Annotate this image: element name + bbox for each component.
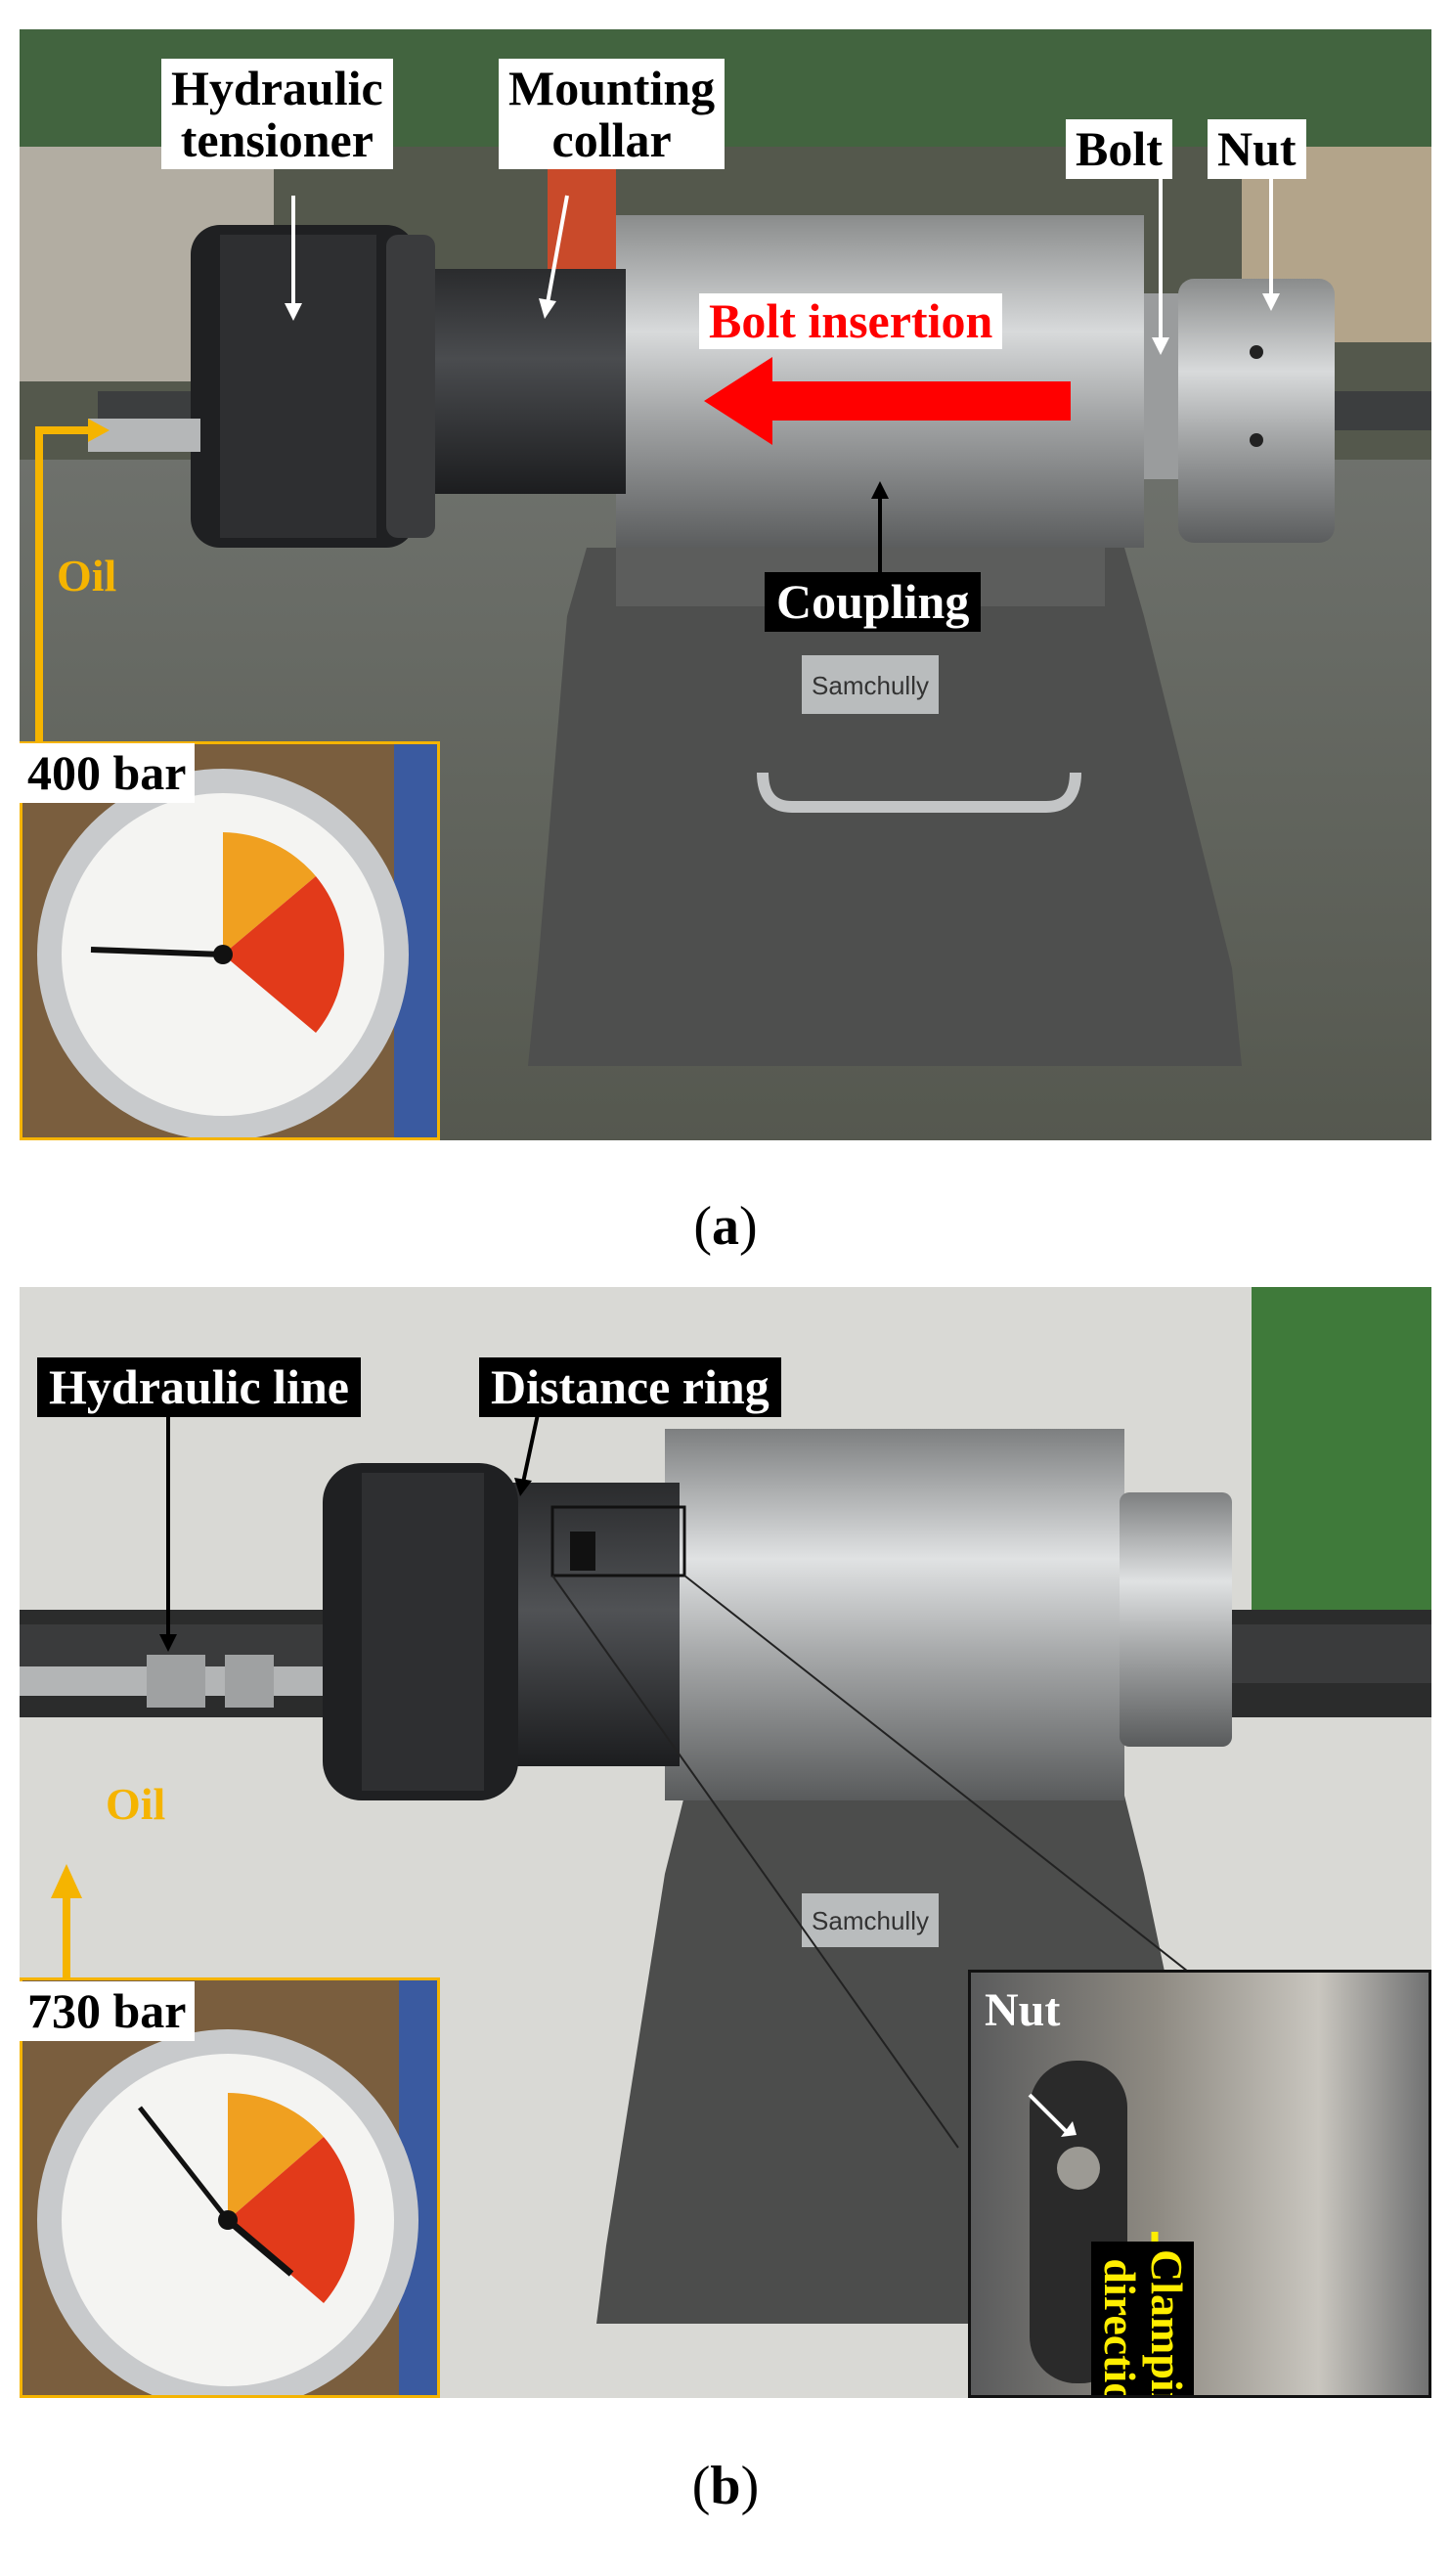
label-hydraulic-tensioner: Hydraulic tensioner [161, 59, 393, 169]
nut-body [1178, 279, 1335, 543]
label-pressure-b: 730 bar [20, 1981, 195, 2041]
caption-a-close: ) [739, 1196, 758, 1257]
nameplate [802, 655, 939, 714]
nut-zoom-inset: Nut Clamping direction [968, 1970, 1431, 2398]
label-nut: Nut [1208, 119, 1306, 179]
label-bolt: Bolt [1066, 119, 1172, 179]
hydraulic-coupler [147, 1655, 205, 1708]
label-oil-a: Oil [57, 551, 117, 600]
nameplate-text: Samchully [812, 671, 929, 700]
label-nut-zoom: Nut [985, 1984, 1061, 2036]
gauge-needle [225, 2217, 294, 2277]
label-hydraulic-line: Hydraulic line [37, 1357, 361, 1417]
mounting-collar-body [430, 269, 626, 494]
nut-zoom-photo [971, 1973, 1429, 2395]
nut-pointer [1028, 2093, 1071, 2136]
distance-ring-window [570, 1532, 595, 1571]
nut-body [1120, 1492, 1232, 1747]
pressure-gauge-inset-b [20, 1977, 440, 2398]
tensioner-piston [386, 235, 435, 538]
tensioner-knurl [362, 1473, 484, 1791]
caption-b: (b) [0, 2455, 1451, 2517]
oil-arrow-head [51, 1864, 82, 1898]
oil-arrow-head [88, 419, 110, 442]
bolt-pointer-head [1152, 337, 1169, 355]
nut-hole [1250, 345, 1263, 359]
nut-pin [1057, 2147, 1100, 2190]
gauge-red-zone [228, 2137, 355, 2303]
gauge-needle-tail [138, 2106, 230, 2222]
coupling-pointer-head [871, 481, 889, 499]
background-green [1252, 1287, 1431, 1610]
pressure-gauge-a [22, 744, 437, 1137]
nut-pointer-head [1061, 2121, 1077, 2137]
nut-pointer-head [1262, 293, 1280, 311]
photo-panel-a: Samchully [20, 29, 1431, 1140]
tensioner-pointer-head [285, 303, 302, 321]
distance-ring-pointer [521, 1413, 540, 1484]
gauge-red-zone [223, 876, 344, 1033]
hydraulic-line-pointer-head [159, 1634, 177, 1652]
caption-a-letter: a [712, 1196, 739, 1257]
caption-b-open: ( [691, 2456, 711, 2516]
zoom-connector [551, 1575, 959, 2149]
collar-pointer-head [539, 298, 556, 319]
pressure-gauge-inset-a [20, 741, 440, 1140]
bolt-insertion-arrow [704, 357, 1071, 445]
caption-a-open: ( [693, 1196, 712, 1257]
label-bolt-insertion: Bolt insertion [699, 293, 1003, 349]
label-pressure-a: 400 bar [20, 743, 195, 803]
caption-b-letter: b [710, 2456, 741, 2516]
label-clamping-direction: Clamping direction [1091, 2242, 1194, 2395]
hydraulic-coupler [225, 1655, 274, 1708]
gauge-needle [90, 947, 224, 957]
caption-b-close: ) [740, 2456, 760, 2516]
label-coupling: Coupling [765, 572, 982, 632]
distance-ring-body [489, 1483, 680, 1766]
gauge-yellow-zone [228, 2093, 324, 2220]
coupling-body [665, 1429, 1124, 1800]
bolt-end [1144, 293, 1183, 479]
label-mounting-collar: Mounting collar [499, 59, 726, 169]
nut-hole [1250, 433, 1263, 447]
tensioner-knurl [220, 235, 376, 538]
distance-ring-pointer-head [514, 1478, 532, 1496]
nameplate-text: Samchully [812, 1906, 929, 1935]
photo-panel-b: Samchully [20, 1287, 1431, 2398]
zoom-region [550, 1505, 686, 1577]
pedestal-handle [757, 772, 1081, 813]
nameplate [802, 1893, 939, 1947]
collar-pointer [546, 195, 569, 304]
label-oil-b: Oil [106, 1779, 166, 1829]
label-distance-ring: Distance ring [479, 1357, 781, 1417]
tensioner-photo-a: Samchully [20, 29, 1431, 1140]
caption-a: (a) [0, 1195, 1451, 1258]
pressure-gauge-b [22, 1980, 437, 2395]
gauge-yellow-zone [223, 832, 316, 955]
hose-fitting [88, 419, 200, 452]
